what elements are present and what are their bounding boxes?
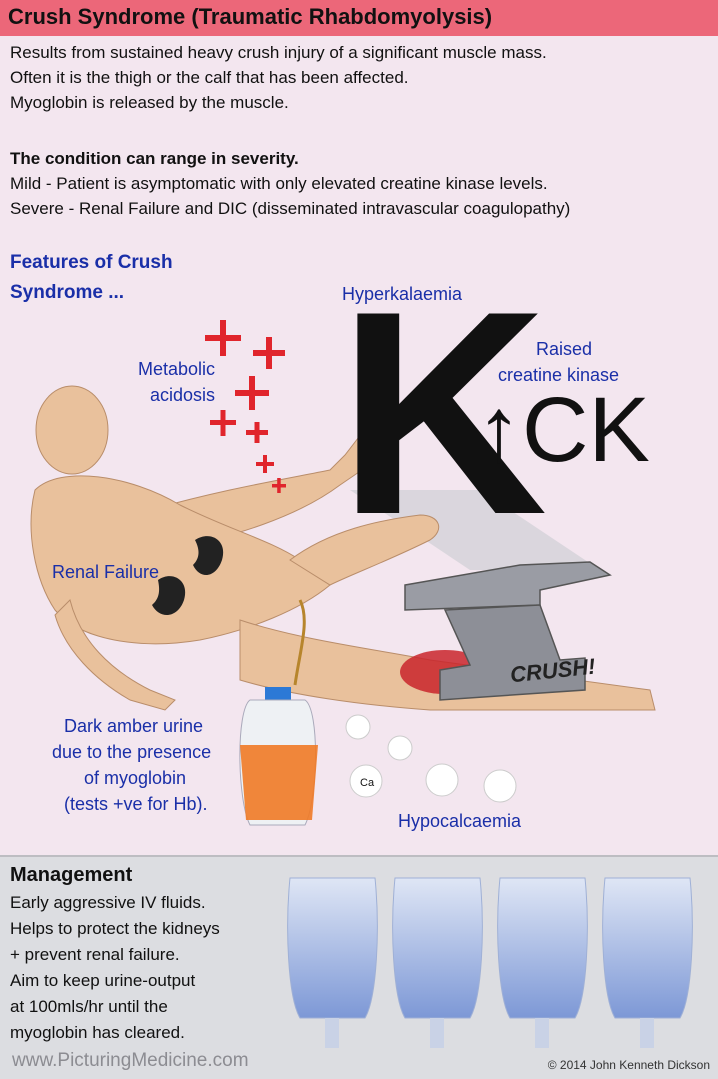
features-heading: Features of Crush Syndrome ... [10,248,173,308]
intro-text: Results from sustained heavy crush injur… [10,40,547,115]
raised-label-2: creatine kinase [498,365,620,385]
severity-severe: Severe - Renal Failure and DIC (dissemin… [10,199,571,218]
features-heading-line: Syndrome ... [10,282,125,303]
urine-bag [239,687,318,826]
plus-signs [205,320,286,493]
management-line: + prevent renal failure. [10,945,180,964]
calcium-spheres [345,714,517,803]
iv-bag-icon [392,877,483,1048]
urine-label-3: of myoglobin [84,768,187,788]
hypocalcaemia-label: Hypocalcaemia [398,811,522,831]
severity-mild: Mild - Patient is asymptomatic with only… [10,174,548,193]
intro-line: Myoglobin is released by the muscle. [10,93,289,112]
urine-label-4: (tests +ve for Hb). [64,794,208,814]
urine-label-1: Dark amber urine [64,716,204,736]
crush-illustration: Ca [30,320,656,826]
renal-failure-label: Renal Failure [52,562,160,582]
k-shadow [350,490,600,570]
creatine-kinase-symbol: ↑CK [476,379,650,481]
iv-bag-icon [287,877,378,1048]
copyright-text: © 2014 John Kenneth Dickson [547,1058,710,1072]
iv-bag-icon [497,877,588,1048]
hyperkalaemia-label: Hyperkalaemia [342,284,463,304]
management-text: Early aggressive IV fluids. Helps to pro… [10,890,220,1046]
severity-heading: The condition can range in severity. [10,149,299,168]
potassium-symbol: K [338,251,548,575]
website-link[interactable]: www.PicturingMedicine.com [12,1050,249,1071]
iv-bags [287,877,693,1048]
kidney-icon [152,536,224,616]
page-title: Crush Syndrome (Traumatic Rhabdomyolysis… [8,4,493,29]
features-heading-line: Features of Crush [10,252,173,273]
management-line: at 100mls/hr until the [10,997,168,1016]
severity-text: The condition can range in severity. Mil… [10,146,570,221]
intro-line: Results from sustained heavy crush injur… [10,43,547,62]
urine-label-2: due to the presence [52,742,212,762]
management-line: Helps to protect the kidneys [10,919,220,938]
metabolic-label-1: Metabolic [138,359,216,379]
management-title: Management [10,864,133,886]
management-line: Aim to keep urine-output [10,971,196,990]
management-line: myoglobin has cleared. [10,1023,185,1042]
catheter-tube [293,599,306,686]
title-bar: Crush Syndrome (Traumatic Rhabdomyolysis… [0,0,718,36]
intro-line: Often it is the thigh or the calf that h… [10,68,409,87]
iv-bag-icon [602,877,693,1048]
raised-label-1: Raised [536,339,593,359]
metabolic-label-2: acidosis [150,385,216,405]
management-line: Early aggressive IV fluids. [10,893,206,912]
anvil-icon [404,561,612,701]
calcium-symbol: Ca [360,777,375,789]
